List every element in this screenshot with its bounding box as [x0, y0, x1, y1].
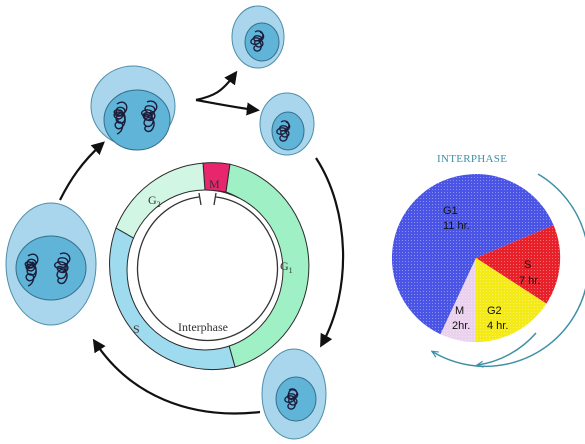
interphase-outer-arc-end: [478, 332, 537, 365]
arrow-bottom-left: [92, 338, 261, 415]
pie-label-m-duration: 2hr.: [452, 320, 470, 332]
cell-left: [5, 202, 97, 326]
cell-top-right: [231, 5, 285, 69]
pie-label-m-name: M: [455, 305, 464, 317]
cell-right-upper: [259, 92, 315, 156]
arrow-split-up: [195, 70, 238, 102]
pie-label-g2-name: G2: [487, 305, 502, 317]
cell-bottom-right: [261, 348, 327, 440]
phase-duration-pie: INTERPHASE G1 11 hr. S 7 hr. G2 4 hr. M …: [391, 153, 585, 366]
arrow-right-down: [315, 157, 345, 348]
pie-label-s-duration: 7 hr.: [519, 275, 540, 287]
cycle-arrows: [59, 70, 345, 415]
label-g2: G2: [148, 193, 161, 209]
cell-cycle-ring: G2 M G1 S Interphase: [109, 162, 310, 371]
arrow-split-right: [195, 98, 260, 116]
label-interphase: Interphase: [178, 320, 228, 334]
pie-label-g1-name: G1: [443, 205, 458, 217]
interphase-arc: [136, 196, 279, 342]
pie-label-g1-duration: 11 hr.: [443, 220, 470, 232]
arrow-left-up: [59, 141, 105, 201]
cell-top-left: [90, 65, 176, 151]
pie-label-g2-duration: 4 hr.: [487, 320, 508, 332]
pie-label-s-name: S: [524, 259, 531, 271]
label-s: S: [133, 322, 140, 336]
interphase-title: INTERPHASE: [437, 153, 507, 165]
label-g1: G1: [280, 259, 293, 275]
label-m: M: [209, 177, 220, 191]
